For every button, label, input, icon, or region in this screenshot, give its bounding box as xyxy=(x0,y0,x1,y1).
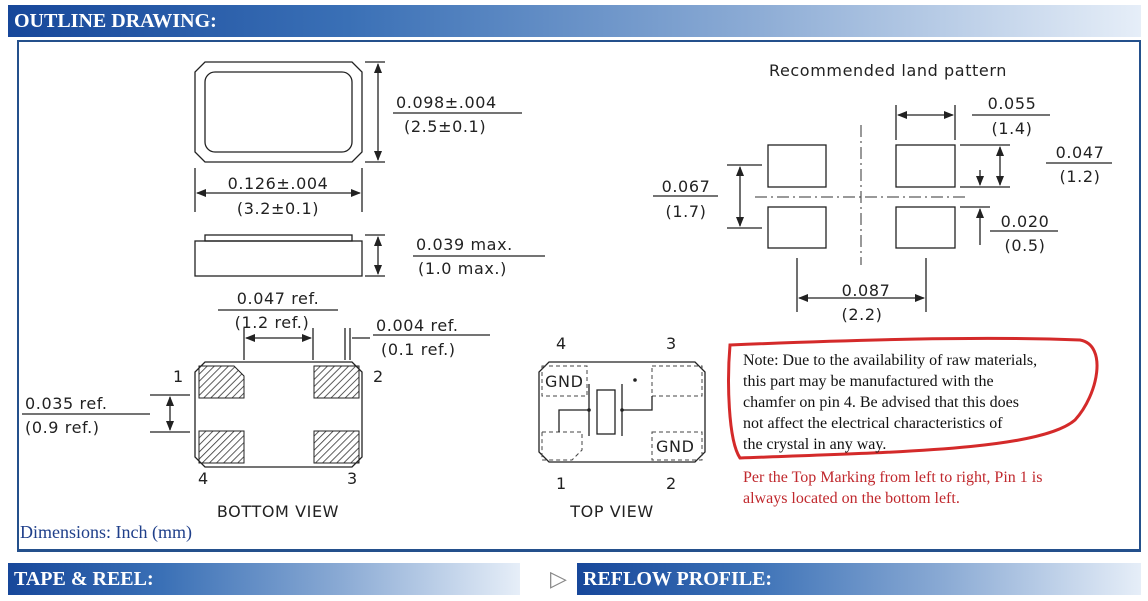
bottom-pin-1: 1 xyxy=(173,367,184,386)
bottom-view-outline xyxy=(22,309,490,468)
note-highlight-loop xyxy=(727,336,1099,460)
thickness-mm: (1.0 max.) xyxy=(418,259,507,278)
bottom-pin-3: 3 xyxy=(347,469,358,488)
pad-width-mm: (1.4) xyxy=(992,119,1033,138)
note-line: not affect the electrical characteristic… xyxy=(743,415,1003,432)
pitch-v-mm: (1.7) xyxy=(666,202,707,221)
bottom-pin-4: 4 xyxy=(198,469,209,488)
tape-reel-header: TAPE & REEL: xyxy=(8,563,520,595)
land-pattern-drawing xyxy=(653,105,1112,312)
edge-inch: 0.004 ref. xyxy=(376,316,459,335)
width-inch: 0.126±.004 xyxy=(228,174,329,193)
bottom-pin-2: 2 xyxy=(373,367,384,386)
note-line: the crystal in any way. xyxy=(743,436,886,453)
arrow-icon: ▷ xyxy=(550,566,567,591)
note-line: chamfer on pin 4. Be advised that this d… xyxy=(743,394,1019,411)
bottom-view-title: BOTTOM VIEW xyxy=(217,502,339,521)
pin-note-line: always located on the bottom left. xyxy=(743,490,960,507)
width-mm: (3.2±0.1) xyxy=(237,199,319,218)
note-line: Note: Due to the availability of raw mat… xyxy=(743,352,1037,369)
pad-width-inch: 0.055 xyxy=(988,94,1037,113)
pin-note-line: Per the Top Marking from left to right, … xyxy=(743,469,1042,486)
drawing-frame xyxy=(17,40,1141,552)
dimensions-label: Dimensions: Inch (mm) xyxy=(20,522,192,542)
pad-gap-mm: (1.2 ref.) xyxy=(235,313,310,332)
pad-gap-inch: 0.047 ref. xyxy=(237,289,320,308)
pitch-v-inch: 0.067 xyxy=(662,177,711,196)
pad-height-mm: (0.9 ref.) xyxy=(25,418,100,437)
top-pin-3: 3 xyxy=(666,334,677,353)
pitch-h-inch: 0.087 xyxy=(842,281,891,300)
top-pin-2: 2 xyxy=(666,474,677,493)
top-view-outline xyxy=(538,361,706,463)
edge-mm: (0.1 ref.) xyxy=(381,340,456,359)
land-pattern-title: Recommended land pattern xyxy=(769,61,1007,80)
top-pin-4: 4 xyxy=(556,334,567,353)
pad-height-land-inch: 0.047 xyxy=(1056,143,1105,162)
top-view-title: TOP VIEW xyxy=(569,502,654,521)
top-pin-1: 1 xyxy=(556,474,567,493)
gap-mm: (0.5) xyxy=(1005,236,1046,255)
reflow-profile-header: REFLOW PROFILE: xyxy=(577,563,1141,595)
pad-height-land-mm: (1.2) xyxy=(1060,167,1101,186)
package-top-outline xyxy=(194,61,522,212)
gnd-label-pin4: GND xyxy=(545,372,584,391)
pad-height-inch: 0.035 ref. xyxy=(25,394,108,413)
thickness-inch: 0.039 max. xyxy=(416,235,513,254)
outline-drawing-header: OUTLINE DRAWING: xyxy=(8,5,1141,37)
height-inch: 0.098±.004 xyxy=(396,93,497,112)
gnd-label-pin2: GND xyxy=(656,437,695,456)
height-mm: (2.5±0.1) xyxy=(404,117,486,136)
note-line: this part may be manufactured with the xyxy=(743,373,994,390)
pitch-h-mm: (2.2) xyxy=(842,305,883,324)
package-side-outline xyxy=(194,234,545,277)
gap-inch: 0.020 xyxy=(1001,212,1050,231)
note-text: Note: Due to the availability of raw mat… xyxy=(743,352,1042,507)
